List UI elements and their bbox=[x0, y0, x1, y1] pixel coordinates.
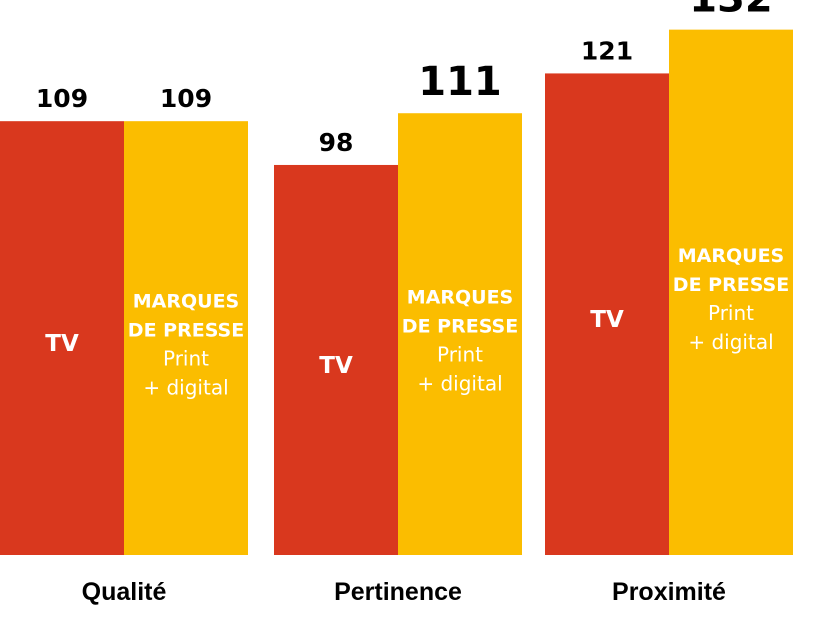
bar-proximite-tv bbox=[545, 73, 669, 556]
category-label-pertinence: Pertinence bbox=[334, 578, 462, 606]
bar-label-qualite-presse-line-4: + digital bbox=[143, 376, 228, 400]
bar-label-proximite-tv-line-1: TV bbox=[590, 307, 624, 333]
bar-label-pertinence-presse-line-2: DE PRESSE bbox=[402, 316, 518, 338]
bar-pertinence-tv bbox=[274, 164, 398, 555]
bar-label-proximite-presse-line-1: MARQUES bbox=[678, 245, 785, 267]
bar-label-pertinence-presse-line-3: Print bbox=[437, 343, 483, 367]
bar-label-pertinence-presse-line-1: MARQUES bbox=[407, 287, 514, 309]
value-label-pertinence-presse: 111 bbox=[418, 59, 502, 105]
bar-label-proximite-presse-line-2: DE PRESSE bbox=[673, 274, 789, 296]
bar-proximite-presse bbox=[669, 29, 793, 555]
bar-label-proximite-presse-line-3: Print bbox=[708, 301, 754, 325]
value-label-qualite-tv: 109 bbox=[36, 84, 88, 113]
bar-label-proximite-presse-line-4: + digital bbox=[688, 330, 773, 354]
category-label-qualite: Qualité bbox=[82, 578, 167, 606]
value-label-proximite-presse: 132 bbox=[689, 0, 773, 22]
bar-qualite-presse bbox=[124, 121, 248, 556]
bar-label-pertinence-tv-line-1: TV bbox=[319, 353, 353, 379]
bar-pertinence-presse bbox=[398, 113, 522, 555]
category-label-proximite: Proximité bbox=[612, 578, 726, 606]
bar-qualite-tv bbox=[0, 121, 124, 556]
value-label-pertinence-tv: 98 bbox=[319, 128, 354, 157]
bar-label-qualite-presse-line-1: MARQUES bbox=[133, 291, 240, 313]
bar-label-qualite-tv-line-1: TV bbox=[45, 331, 79, 357]
value-label-proximite-tv: 121 bbox=[581, 36, 633, 65]
bar-label-qualite-presse-line-2: DE PRESSE bbox=[128, 320, 244, 342]
value-label-qualite-presse: 109 bbox=[160, 84, 212, 113]
bar-label-qualite-presse-line-3: Print bbox=[163, 347, 209, 371]
bar-label-pertinence-presse-line-4: + digital bbox=[417, 372, 502, 396]
